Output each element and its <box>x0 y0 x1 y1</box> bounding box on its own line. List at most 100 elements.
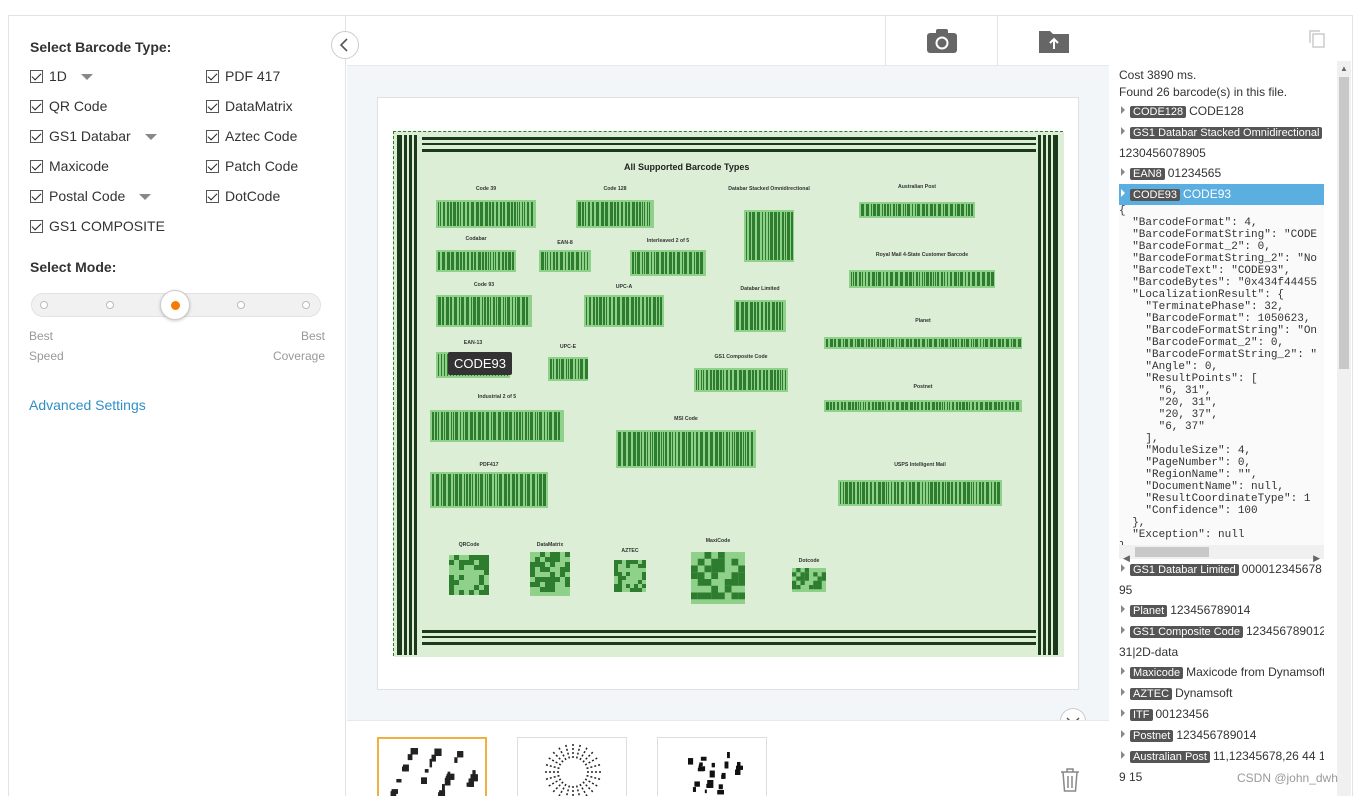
caret-right-icon[interactable] <box>1121 626 1125 634</box>
barcode-bar <box>647 202 648 226</box>
barcode-bar <box>610 202 613 226</box>
barcode-bar <box>917 204 920 216</box>
caret-right-icon[interactable] <box>1121 688 1125 696</box>
barcode-bar <box>861 204 864 216</box>
slider-stop[interactable] <box>40 301 48 309</box>
barcode-bar <box>596 202 599 226</box>
caret-right-icon[interactable] <box>1121 605 1125 613</box>
barcode-bar <box>1001 402 1003 410</box>
dropdown-caret-icon[interactable] <box>139 194 152 200</box>
barcode-bar <box>865 272 866 286</box>
barcode-bar <box>874 339 875 347</box>
best-speed-label-2: Speed <box>29 349 64 363</box>
barcode-bar <box>882 339 885 347</box>
thumbnail-3[interactable] <box>657 737 767 796</box>
caret-right-icon[interactable] <box>1121 751 1125 759</box>
barcode-bar <box>922 339 925 347</box>
barcode-bar <box>487 297 489 325</box>
barcode-bar <box>985 339 988 347</box>
collapse-panel-button[interactable] <box>331 31 359 59</box>
caret-right-icon[interactable] <box>1121 730 1125 738</box>
barcode-bar <box>459 297 460 325</box>
result-tag: CODE93 <box>1130 189 1181 201</box>
barcode-bar <box>532 474 535 506</box>
mode-slider[interactable] <box>31 290 321 320</box>
checkbox-gs1-composite[interactable]: GS1 COMPOSITE <box>30 218 165 234</box>
checkbox-checked-icon <box>30 99 43 113</box>
barcode-bar <box>936 402 938 410</box>
slider-stop[interactable] <box>302 301 310 309</box>
checkbox-maxicode[interactable]: Maxicode <box>30 158 109 174</box>
checkbox-qr-code[interactable]: QR Code <box>30 98 107 114</box>
slider-handle[interactable] <box>160 290 190 320</box>
barcode-bar <box>871 339 873 347</box>
barcode-bar <box>785 212 786 260</box>
barcode-bar <box>848 402 851 410</box>
barcode-bar <box>945 482 946 504</box>
barcode-bar <box>944 272 945 286</box>
dropdown-caret-icon[interactable] <box>80 74 93 80</box>
checkbox-dotcode[interactable]: DotCode <box>206 188 280 204</box>
camera-button[interactable] <box>885 16 997 66</box>
barcode-bar <box>701 370 702 390</box>
caret-right-icon[interactable] <box>1121 709 1125 717</box>
barcode-label: Interleaved 2 of 5 <box>647 238 689 244</box>
barcode-label: Royal Mail 4-State Customer Barcode <box>876 252 968 258</box>
caret-right-icon[interactable] <box>1121 168 1125 176</box>
open-file-button[interactable] <box>997 16 1109 66</box>
barcode-bar <box>720 370 722 390</box>
barcode-bar <box>925 402 927 410</box>
checkbox-gs1-databar[interactable]: GS1 Databar <box>30 128 157 144</box>
matrix-cell <box>731 592 739 600</box>
barcode-bar <box>926 272 929 286</box>
result-item[interactable]: GS1 Databar Stacked Omnidirectional0 <box>1119 122 1324 143</box>
caret-right-icon[interactable] <box>1121 127 1125 135</box>
delete-button[interactable] <box>1059 767 1081 796</box>
checkbox-aztec-code[interactable]: Aztec Code <box>206 128 297 144</box>
dropdown-caret-icon[interactable] <box>144 134 157 140</box>
results-vscrollbar[interactable]: ▲ <box>1337 61 1351 796</box>
caret-right-icon[interactable] <box>1121 106 1125 114</box>
matrix-cell <box>614 560 618 564</box>
result-tag: Postnet <box>1130 730 1174 742</box>
barcode-bar <box>527 474 530 506</box>
checkbox-postal-code[interactable]: Postal Code <box>30 188 152 204</box>
checkbox-patch-code[interactable]: Patch Code <box>206 158 298 174</box>
result-text: CODE128 <box>1189 104 1244 118</box>
advanced-settings-link[interactable]: Advanced Settings <box>29 397 146 413</box>
barcode-bar <box>976 482 977 504</box>
slider-stop[interactable] <box>236 301 245 309</box>
thumb-mark <box>704 789 707 794</box>
caret-right-icon[interactable] <box>1121 564 1125 572</box>
checkbox-pdf-417[interactable]: PDF 417 <box>206 68 280 84</box>
caret-right-icon[interactable] <box>1121 667 1125 675</box>
checkbox-datamatrix[interactable]: DataMatrix <box>206 98 293 114</box>
barcode-bar <box>740 432 742 466</box>
result-text: 123456789014 <box>1176 728 1257 742</box>
thumbnail-1[interactable] <box>377 737 487 796</box>
barcode-bar <box>696 432 698 466</box>
barcode-bar <box>637 252 640 274</box>
barcode-bar <box>441 474 442 506</box>
barcode-bar <box>470 412 473 440</box>
barcode-bar <box>979 482 981 504</box>
barcode-bar <box>833 402 835 410</box>
copy-button[interactable] <box>1308 29 1326 54</box>
thumb-mark <box>586 764 601 770</box>
thumbnail-2[interactable] <box>517 737 627 796</box>
slider-stop[interactable] <box>105 301 114 309</box>
json-hscrollbar[interactable]: ◀ ▶ <box>1119 545 1324 563</box>
checkbox-1d[interactable]: 1D <box>30 68 93 84</box>
